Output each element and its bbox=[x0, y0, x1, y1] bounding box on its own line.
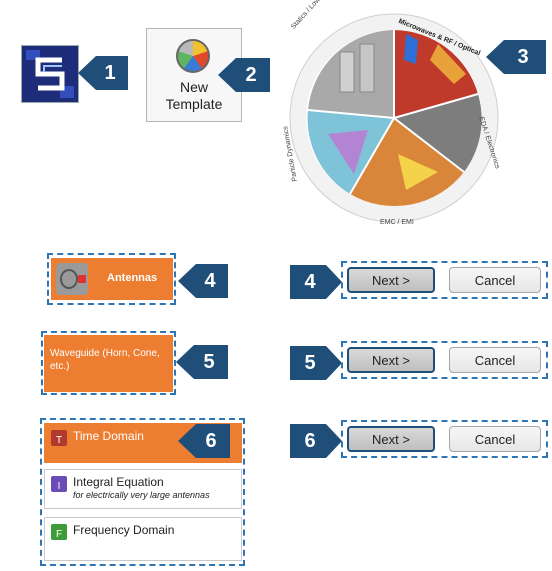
time-domain-icon: T bbox=[51, 430, 67, 446]
callout-4-left: 4 bbox=[178, 264, 228, 298]
cst-logo-icon bbox=[22, 46, 78, 102]
callout-4-right: 4 bbox=[290, 265, 342, 299]
new-template-label-1: New bbox=[179, 79, 208, 95]
frequency-domain-title: Frequency Domain bbox=[73, 523, 175, 537]
antennas-label: Antennas bbox=[107, 272, 158, 284]
cancel-button[interactable]: Cancel bbox=[449, 267, 541, 293]
cancel-button[interactable]: Cancel bbox=[449, 347, 541, 373]
antenna-icon bbox=[56, 263, 88, 295]
waveguide-category-item[interactable]: Waveguide (Horn, Cone, etc.) bbox=[44, 335, 173, 392]
callout-1: 1 bbox=[78, 56, 128, 90]
integral-equation-title: Integral Equation bbox=[73, 475, 164, 489]
row5-buttons-frame bbox=[341, 341, 548, 379]
wheel-label-emc: EMC / EMI bbox=[380, 219, 414, 226]
wheel-sector-eda[interactable] bbox=[394, 94, 482, 172]
application-wheel[interactable]: Statics / Low Frequency Microwaves & RF … bbox=[282, 0, 500, 228]
cancel-button[interactable]: Cancel bbox=[449, 426, 541, 452]
next-button[interactable]: Next > bbox=[347, 267, 435, 293]
next-button[interactable]: Next > bbox=[347, 426, 435, 452]
callout-5-left: 5 bbox=[176, 345, 228, 379]
template-globe-icon bbox=[176, 39, 210, 73]
antennas-category-item[interactable]: Antennas bbox=[51, 258, 173, 300]
row6-buttons-frame bbox=[341, 420, 548, 458]
frequency-domain-option[interactable]: F Frequency Domain bbox=[44, 517, 242, 561]
callout-6-right: 6 bbox=[290, 424, 342, 458]
integral-equation-icon: I bbox=[51, 476, 67, 492]
antennas-highlight-frame bbox=[47, 253, 176, 305]
integral-equation-option[interactable]: I Integral Equation for electrically ver… bbox=[44, 469, 242, 509]
waveguide-label: Waveguide (Horn, Cone, etc.) bbox=[50, 348, 160, 372]
integral-equation-subtitle: for electrically very large antennas bbox=[73, 490, 210, 500]
next-button[interactable]: Next > bbox=[347, 347, 435, 373]
waveguide-highlight-frame bbox=[41, 331, 176, 395]
solver-options-frame bbox=[40, 418, 245, 566]
callout-5-right: 5 bbox=[290, 346, 342, 380]
row4-buttons-frame bbox=[341, 261, 548, 299]
time-domain-title: Time Domain bbox=[73, 429, 144, 443]
cst-app-icon[interactable] bbox=[21, 45, 79, 103]
new-template-label-2: Template bbox=[165, 96, 223, 112]
new-template-button[interactable]: New Template bbox=[146, 28, 242, 122]
frequency-domain-icon: F bbox=[51, 524, 67, 540]
